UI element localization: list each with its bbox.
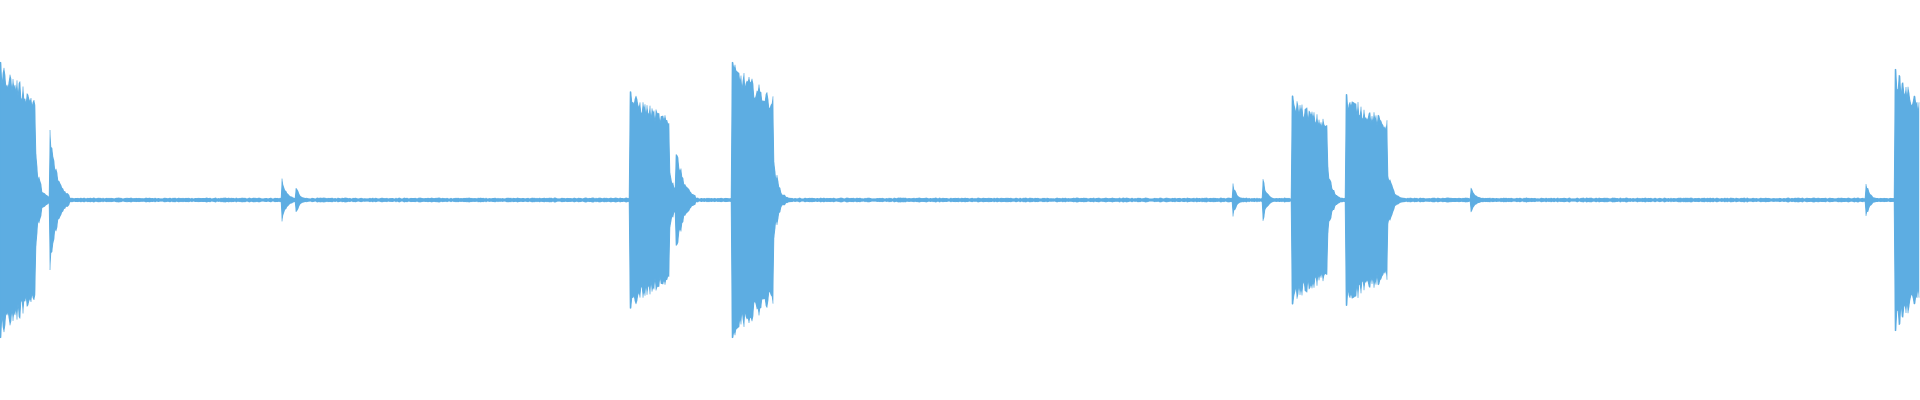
- waveform-path: [0, 61, 1920, 339]
